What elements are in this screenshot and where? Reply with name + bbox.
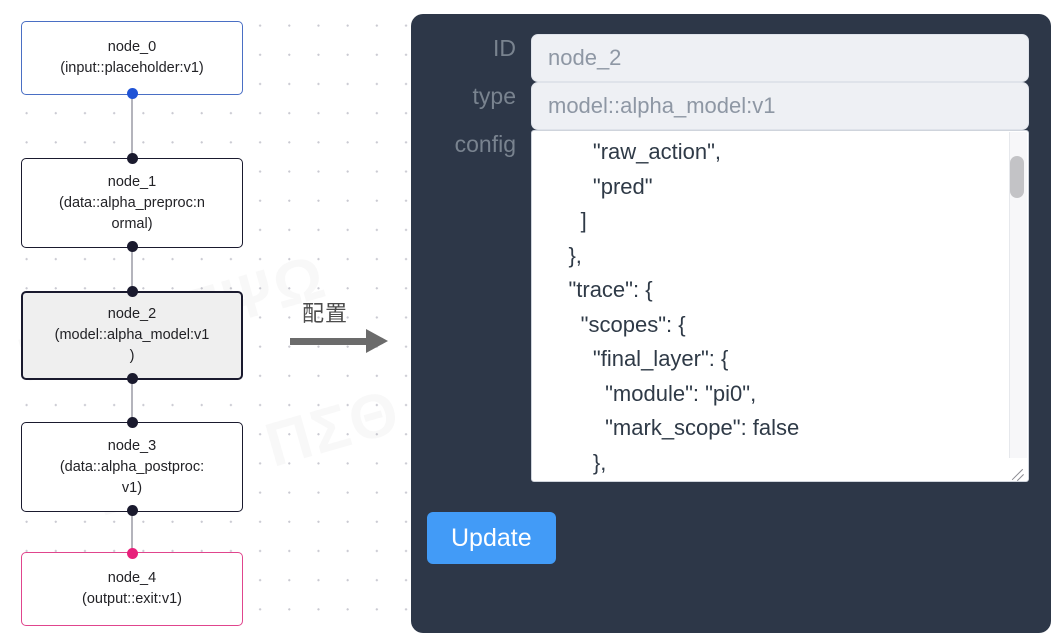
flow-graph[interactable]: node_0 (input::placeholder:v1) node_1 (d… xyxy=(0,0,280,643)
flow-node-node_1[interactable]: node_1 (data::alpha_preproc:n ormal) xyxy=(21,158,243,248)
config-field-label: config xyxy=(454,131,516,157)
node_2-target-handle[interactable] xyxy=(126,286,138,297)
field-row-id: ID node_2 xyxy=(411,34,1051,82)
node_4-target-handle[interactable] xyxy=(126,548,138,559)
id-field-label: ID xyxy=(493,35,516,61)
edge-node2-node3 xyxy=(131,378,133,424)
flow-node-node_4[interactable]: node_4 (output::exit:v1) xyxy=(21,552,243,626)
config-editor-wrap: "raw_action", "pred" ] }, "trace": { "sc… xyxy=(531,130,1029,482)
node_3-source-handle[interactable] xyxy=(126,505,138,516)
flow-node-node_2[interactable]: node_2 (model::alpha_model:v1 ) xyxy=(21,291,243,380)
config-scrollbar-thumb[interactable] xyxy=(1010,156,1024,198)
edge-node3-node4 xyxy=(131,510,133,554)
field-row-type: type model::alpha_model:v1 xyxy=(411,82,1051,130)
annotation-arrow-group: 配置 xyxy=(288,296,398,366)
node_1-target-handle[interactable] xyxy=(126,153,138,164)
panel-bottom-cutoff xyxy=(411,633,1051,643)
node_0-source-handle[interactable] xyxy=(126,88,138,99)
annotation-arrow-label: 配置 xyxy=(302,302,349,327)
panel-actions: Update xyxy=(411,512,1051,564)
flow-node-label: node_4 (output::exit:v1) xyxy=(82,570,182,607)
field-row-config: config "raw_action", "pred" ] }, "trace"… xyxy=(411,130,1051,482)
flow-node-node_0[interactable]: node_0 (input::placeholder:v1) xyxy=(21,21,243,95)
flow-node-node_3[interactable]: node_3 (data::alpha_postproc: v1) xyxy=(21,422,243,512)
node_2-source-handle[interactable] xyxy=(126,373,138,384)
config-textarea-value: "raw_action", "pred" ] }, "trace": { "sc… xyxy=(568,139,800,475)
arrow-head-icon xyxy=(366,329,388,353)
flow-node-label: node_3 (data::alpha_postproc: v1) xyxy=(59,437,205,496)
type-field-label: type xyxy=(472,83,516,109)
flow-node-label: node_2 (model::alpha_model:v1 ) xyxy=(54,306,210,364)
flow-node-label: node_0 (input::placeholder:v1) xyxy=(60,39,204,76)
config-textarea[interactable]: "raw_action", "pred" ] }, "trace": { "sc… xyxy=(531,130,1029,482)
config-scrollbar-track[interactable] xyxy=(1009,132,1027,458)
arrow-right-icon xyxy=(290,338,368,345)
edge-node0-node1 xyxy=(131,93,133,159)
flow-node-label: node_1 (data::alpha_preproc:n ormal) xyxy=(59,173,205,232)
resize-handle-icon[interactable] xyxy=(1009,462,1026,479)
node-config-panel: ID node_2 type model::alpha_model:v1 con… xyxy=(411,14,1051,633)
update-button[interactable]: Update xyxy=(427,512,556,564)
id-input[interactable]: node_2 xyxy=(531,34,1029,82)
node_3-target-handle[interactable] xyxy=(126,417,138,428)
node_1-source-handle[interactable] xyxy=(126,241,138,252)
edge-node1-node2 xyxy=(131,246,133,292)
type-input[interactable]: model::alpha_model:v1 xyxy=(531,82,1029,130)
